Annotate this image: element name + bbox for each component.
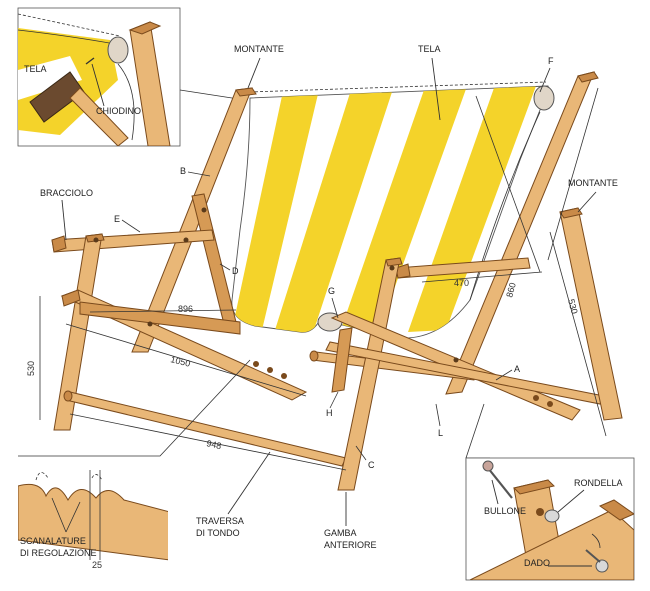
- dim-530-right: 530: [566, 298, 580, 315]
- dim-530-left: 530: [26, 361, 36, 376]
- chair-main: [51, 71, 623, 491]
- dim-470: 470: [454, 278, 469, 288]
- label-chiodino: CHIODINO: [96, 106, 141, 116]
- labels: MONTANTE TELA F B BRACCIOLO E MONTANTE D…: [26, 44, 618, 470]
- label-gamba-1: GAMBA: [324, 528, 357, 538]
- label-tela-inset: TELA: [24, 64, 47, 74]
- label-traversa-2: DI TONDO: [196, 528, 240, 538]
- label-scanalature-1: SCANALATURE: [20, 536, 86, 546]
- dim-860: 860: [504, 281, 518, 298]
- dim-948: 948: [206, 438, 223, 451]
- dim-1050: 1050: [170, 354, 192, 369]
- label-dado: DADO: [524, 558, 550, 568]
- bottom-labels: TRAVERSA DI TONDO GAMBA ANTERIORE: [196, 451, 377, 550]
- label-c: C: [368, 460, 375, 470]
- label-g: G: [328, 286, 335, 296]
- label-gamba-2: ANTERIORE: [324, 540, 377, 550]
- label-tela-main: TELA: [418, 44, 441, 54]
- label-b: B: [180, 166, 186, 176]
- seat-rail-right: [330, 311, 581, 421]
- label-scanalature-2: DI REGOLAZIONE: [20, 548, 97, 558]
- label-rondella: RONDELLA: [574, 478, 623, 488]
- label-montante-top: MONTANTE: [234, 44, 284, 54]
- inset-notch-detail: SCANALATURE DI REGOLAZIONE 25: [18, 359, 251, 570]
- label-a: A: [514, 364, 520, 374]
- label-traversa-1: TRAVERSA: [196, 516, 244, 526]
- label-f: F: [548, 56, 554, 66]
- label-l: L: [438, 428, 443, 438]
- dimension-lines: [39, 87, 607, 471]
- inset-nail-detail: TELA CHIODINO: [17, 7, 246, 147]
- round-crossbar: [65, 391, 347, 467]
- label-montante-right: MONTANTE: [568, 178, 618, 188]
- label-d: D: [232, 266, 239, 276]
- dim-25: 25: [92, 560, 102, 570]
- armrest-left: [51, 229, 215, 253]
- dim-896: 896: [178, 304, 193, 314]
- label-bracciolo: BRACCIOLO: [40, 188, 93, 198]
- label-bullone: BULLONE: [484, 506, 526, 516]
- label-h: H: [326, 408, 333, 418]
- inset-bolt-detail: BULLONE RONDELLA DADO: [465, 403, 635, 581]
- label-e: E: [114, 214, 120, 224]
- canvas-seat: [231, 85, 555, 339]
- rear-leg-right: [559, 207, 623, 421]
